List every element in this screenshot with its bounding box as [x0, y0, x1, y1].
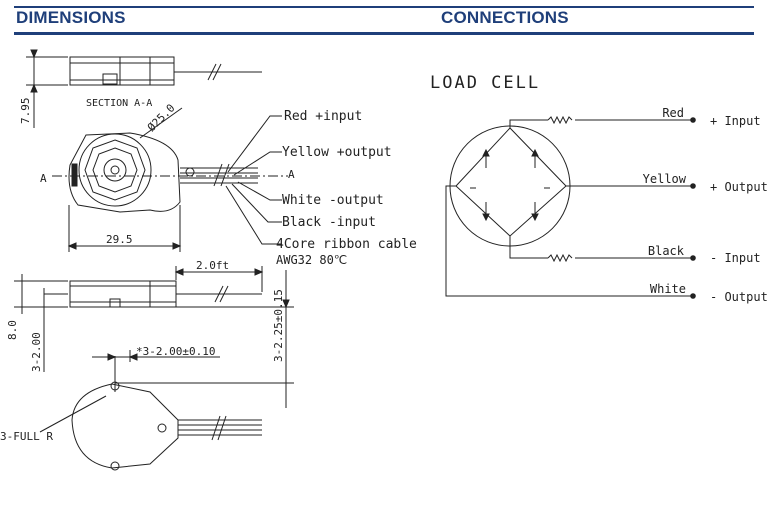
wire-color-yellow: Yellow	[643, 172, 687, 186]
side-view-drawing	[14, 266, 294, 408]
header-bottom-rule	[14, 32, 754, 35]
thickness-dimension: 8.0	[6, 320, 19, 340]
section-marker-left: A	[40, 172, 47, 185]
cable-length-dimension: 2.0ft	[196, 259, 229, 272]
header-top-rule	[14, 6, 754, 8]
wire-label-black: Black -input	[282, 215, 376, 230]
wire-label-red: Red +input	[284, 109, 362, 124]
hole-spacing-dimension: *3-2.00±0.10	[136, 345, 215, 358]
full-radius-note: 3-FULL R	[0, 430, 53, 443]
signal-minus-output: - Output	[710, 290, 768, 304]
wire-label-white: White -output	[282, 193, 384, 208]
wire-color-red: Red	[662, 106, 684, 120]
offset-small-dimension: 3-2.00	[30, 332, 43, 372]
section-marker-right: A	[288, 168, 295, 181]
cable-gauge-label: AWG32 80℃	[276, 253, 347, 267]
width-dimension: 29.5	[106, 233, 133, 246]
signal-plus-output: + Output	[710, 180, 768, 194]
offset-large-dimension: 3-2.25±0.15	[272, 289, 285, 362]
black-terminal	[690, 255, 696, 261]
wire-color-white: White	[650, 282, 686, 296]
signal-minus-input: - Input	[710, 251, 761, 265]
bottom-view-drawing	[39, 350, 294, 471]
cable-type-label: 4Core ribbon cable	[276, 237, 417, 252]
wire-color-black: Black	[648, 244, 685, 258]
front-view-drawing	[52, 107, 288, 252]
section-a-a-label: SECTION A-A	[86, 98, 152, 109]
wire-label-yellow: Yellow +output	[282, 145, 392, 160]
height-dimension: 7.95	[19, 98, 32, 125]
white-terminal	[690, 293, 696, 299]
load-cell-bridge	[445, 115, 693, 297]
section-a-a-drawing	[26, 49, 262, 128]
connections-header: CONNECTIONS	[441, 8, 569, 27]
red-terminal	[690, 117, 696, 123]
yellow-terminal	[690, 183, 696, 189]
dimensions-header: DIMENSIONS	[16, 8, 126, 27]
signal-plus-input: + Input	[710, 114, 761, 128]
load-cell-title: LOAD CELL	[430, 73, 540, 93]
